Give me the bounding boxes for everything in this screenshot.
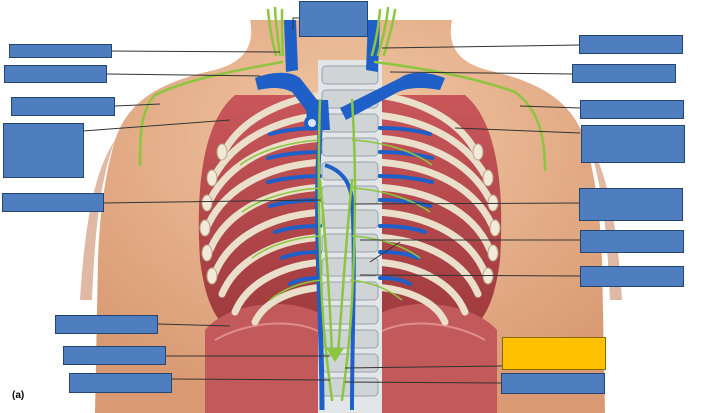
label-box[interactable] [11, 97, 115, 116]
left-arm-shadow [80, 140, 115, 300]
label-box[interactable] [579, 35, 683, 54]
label-box[interactable] [55, 315, 158, 334]
label-box[interactable] [9, 44, 112, 58]
label-box[interactable] [3, 123, 84, 178]
vertebral-column [318, 60, 382, 413]
label-box[interactable] [580, 266, 684, 287]
panel-letter: (a) [12, 390, 25, 401]
label-box[interactable] [579, 188, 683, 221]
label-box[interactable] [299, 1, 368, 37]
label-box[interactable] [501, 373, 605, 394]
label-box[interactable] [63, 346, 166, 365]
label-box[interactable] [581, 125, 685, 163]
label-box[interactable] [69, 373, 172, 393]
label-box[interactable] [580, 230, 684, 253]
celiac-ganglion [326, 348, 344, 362]
intercostal-nerves [239, 139, 433, 301]
label-box[interactable] [572, 64, 676, 83]
highlighted-label-box[interactable] [502, 337, 606, 370]
label-box[interactable] [4, 65, 107, 83]
leader-lines [82, 17, 581, 384]
label-box[interactable] [2, 193, 104, 212]
nerves [138, 6, 547, 402]
label-box[interactable] [580, 100, 684, 119]
